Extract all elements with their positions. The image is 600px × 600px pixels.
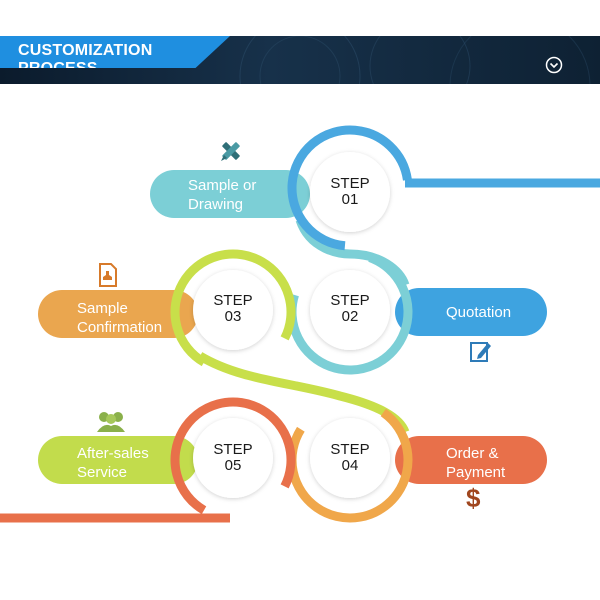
step04-disc bbox=[310, 418, 390, 498]
step03-ring bbox=[170, 249, 296, 375]
edit-document-icon bbox=[470, 342, 491, 362]
step02-word: STEP bbox=[330, 292, 370, 309]
stamp-document-icon bbox=[99, 263, 117, 287]
step05-ring bbox=[170, 397, 296, 523]
step03-disc bbox=[193, 270, 273, 350]
step04-word: STEP bbox=[330, 441, 370, 458]
people-icon bbox=[97, 412, 125, 432]
step01-word: STEP bbox=[330, 175, 370, 192]
chevron-down-circle-icon[interactable] bbox=[545, 56, 563, 74]
step05-disc bbox=[193, 418, 273, 498]
step04-badge: STEP 04 bbox=[320, 442, 380, 474]
step02-label: Quotation bbox=[446, 304, 512, 321]
step01-disc bbox=[310, 152, 390, 232]
step04-ring bbox=[287, 397, 413, 523]
page-title-text: CUSTOMIZATION PROCESS bbox=[18, 42, 153, 68]
pill-step02 bbox=[395, 288, 547, 336]
dollar-icon: $ bbox=[466, 483, 481, 513]
step05-badge: STEP 05 bbox=[203, 442, 263, 474]
step02-number: 02 bbox=[341, 308, 359, 325]
step04-number: 04 bbox=[341, 457, 359, 474]
pill-step03 bbox=[38, 290, 198, 338]
pill-step01 bbox=[150, 170, 310, 218]
step03-number: 03 bbox=[224, 308, 242, 325]
step04-label: Order &Payment bbox=[446, 445, 506, 481]
step02-disc bbox=[310, 270, 390, 350]
step05-word: STEP bbox=[213, 441, 253, 458]
step01-badge: STEP 01 bbox=[320, 176, 380, 208]
step03-word: STEP bbox=[213, 292, 253, 309]
step02-ring bbox=[287, 249, 413, 375]
step02-badge: STEP 02 bbox=[320, 293, 380, 325]
pencil-ruler-icon bbox=[221, 142, 240, 161]
step05-number: 05 bbox=[224, 457, 242, 474]
step01-number: 01 bbox=[341, 191, 359, 208]
page-title: CUSTOMIZATION PROCESS bbox=[0, 36, 230, 68]
pill-step05 bbox=[38, 436, 198, 484]
step03-badge: STEP 03 bbox=[203, 293, 263, 325]
pill-step04 bbox=[395, 436, 547, 484]
banner-decoration bbox=[239, 36, 591, 84]
